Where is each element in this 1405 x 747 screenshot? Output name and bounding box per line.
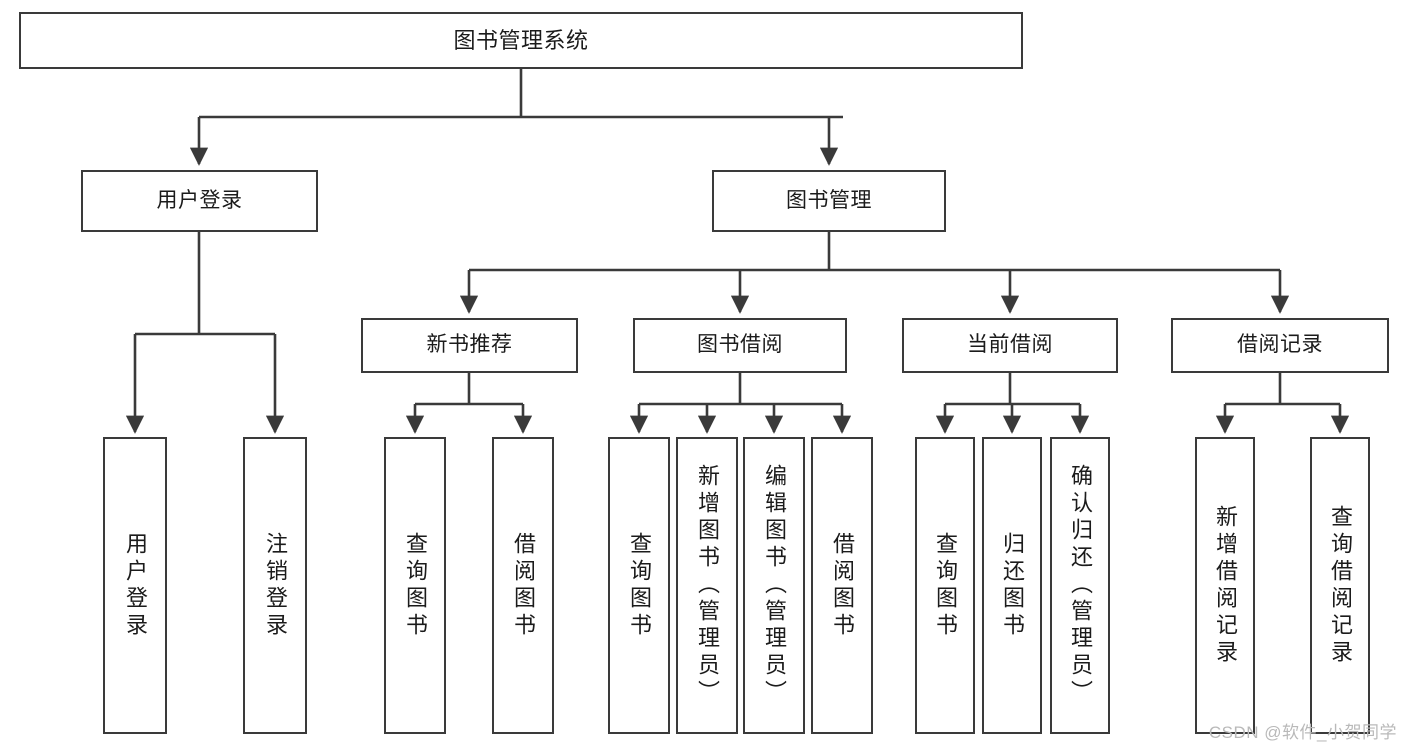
node-label: 借阅图书 xyxy=(830,531,855,640)
leaf-current-borrow-confirm-return-admin[interactable]: 确认归还（管理员） xyxy=(1050,437,1110,734)
node-label: 图书借阅 xyxy=(697,333,783,357)
node-root-system[interactable]: 图书管理系统 xyxy=(19,12,1023,69)
leaf-book-borrow-query-book[interactable]: 查询图书 xyxy=(608,437,670,734)
leaf-user-login-logout[interactable]: 注销登录 xyxy=(243,437,307,734)
node-label: 查询图书 xyxy=(403,531,428,640)
node-label: 查询图书 xyxy=(933,531,958,640)
node-label: 查询图书 xyxy=(627,531,652,640)
node-label: 编辑图书（管理员） xyxy=(762,464,787,707)
leaf-new-book-borrow-book[interactable]: 借阅图书 xyxy=(492,437,554,734)
node-label: 新书推荐 xyxy=(426,333,513,357)
leaf-book-borrow-add-book-admin[interactable]: 新增图书（管理员） xyxy=(676,437,738,734)
leaf-book-borrow-edit-book-admin[interactable]: 编辑图书（管理员） xyxy=(743,437,805,734)
leaf-book-borrow-borrow-book[interactable]: 借阅图书 xyxy=(811,437,873,734)
leaf-borrow-record-query-record[interactable]: 查询借阅记录 xyxy=(1310,437,1370,734)
node-label: 查询借阅记录 xyxy=(1328,504,1353,667)
node-book-borrow[interactable]: 图书借阅 xyxy=(633,318,847,373)
node-label: 确认归还（管理员） xyxy=(1068,464,1093,707)
node-label: 当前借阅 xyxy=(967,333,1053,357)
node-label: 新增借阅记录 xyxy=(1213,504,1238,667)
node-label: 用户登录 xyxy=(123,531,148,640)
node-book-management[interactable]: 图书管理 xyxy=(712,170,946,232)
node-label: 图书管理 xyxy=(786,188,872,212)
node-label: 新增图书（管理员） xyxy=(695,464,720,707)
node-current-borrow[interactable]: 当前借阅 xyxy=(902,318,1118,373)
leaf-new-book-query-book[interactable]: 查询图书 xyxy=(384,437,446,734)
node-label: 借阅图书 xyxy=(511,531,536,640)
leaf-borrow-record-add-record[interactable]: 新增借阅记录 xyxy=(1195,437,1255,734)
leaf-user-login-login[interactable]: 用户登录 xyxy=(103,437,167,734)
node-label: 注销登录 xyxy=(263,531,288,640)
leaf-current-borrow-return-book[interactable]: 归还图书 xyxy=(982,437,1042,734)
node-user-login[interactable]: 用户登录 xyxy=(81,170,318,232)
node-label: 归还图书 xyxy=(1000,531,1025,640)
node-new-book-recommend[interactable]: 新书推荐 xyxy=(361,318,578,373)
watermark: CSDN @软件_小贺同学 xyxy=(1208,723,1397,742)
node-label: 图书管理系统 xyxy=(453,27,589,53)
node-borrow-record[interactable]: 借阅记录 xyxy=(1171,318,1389,373)
leaf-current-borrow-query-book[interactable]: 查询图书 xyxy=(915,437,975,734)
node-label: 用户登录 xyxy=(156,188,243,212)
node-label: 借阅记录 xyxy=(1237,333,1323,357)
